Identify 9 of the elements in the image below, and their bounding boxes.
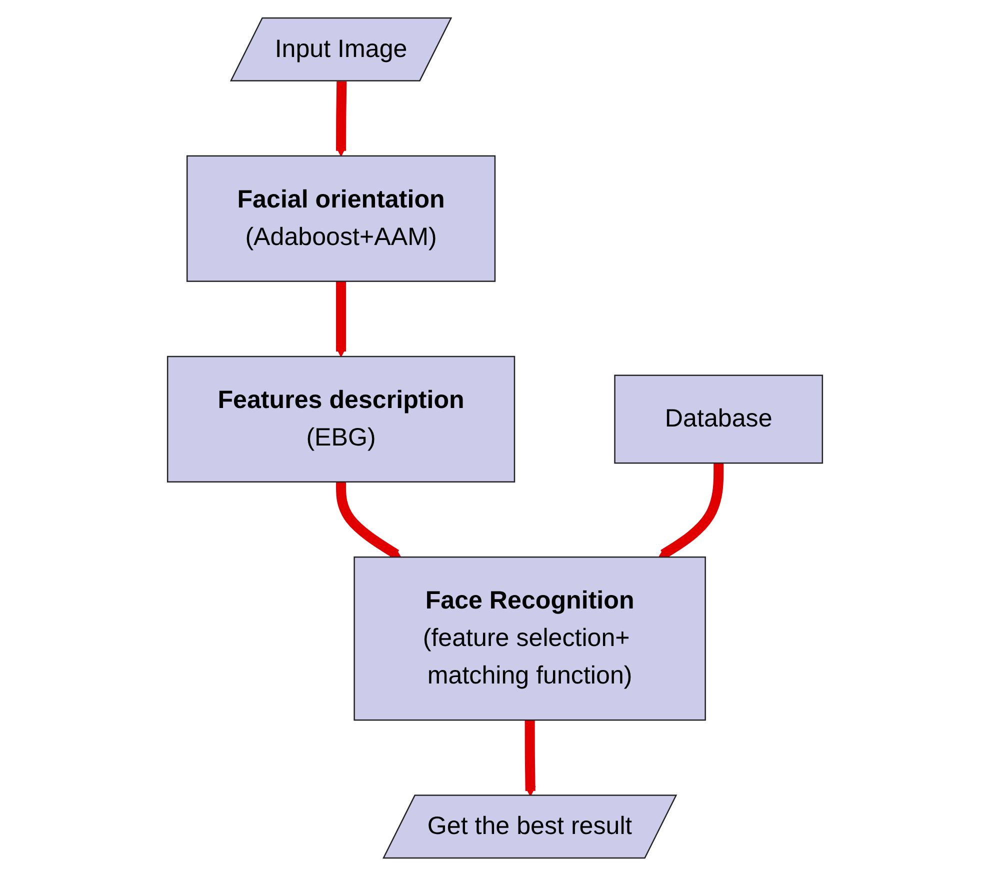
arrow — [336, 481, 402, 558]
node-box: Facial orientation (Adaboost+AAM) — [186, 154, 496, 282]
node-box: Face Recognition (feature selection+ matching function) — [354, 556, 706, 720]
arrow — [336, 280, 347, 357]
arrow — [658, 462, 724, 558]
arrow — [336, 80, 347, 156]
node-box: Features description (EBG) — [166, 355, 516, 482]
arrow — [524, 720, 536, 796]
node-box: Database — [614, 374, 824, 464]
